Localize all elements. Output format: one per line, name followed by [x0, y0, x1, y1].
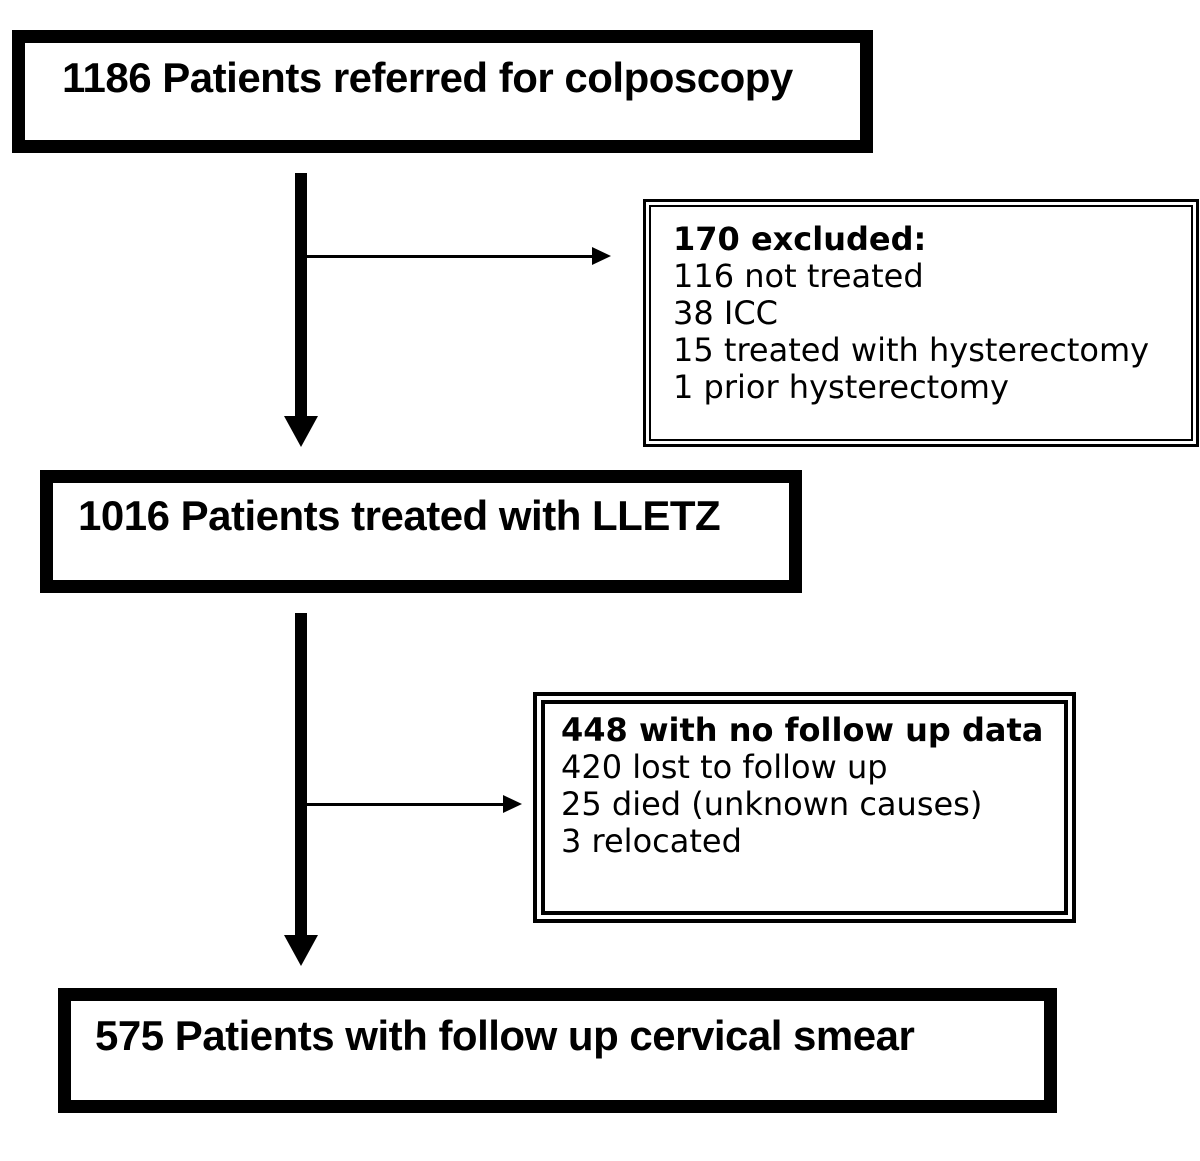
node-excluded-item: 1 prior hysterectomy — [673, 368, 1009, 406]
node-no-followup: 448 with no follow up data 420 lost to f… — [533, 692, 1076, 923]
branch-to-no-followup-line — [307, 803, 503, 806]
node-treated: 1016 Patients treated with LLETZ — [40, 470, 802, 593]
branch-to-excluded-head-icon — [592, 247, 611, 265]
arrow-referred-to-treated-shaft — [295, 173, 307, 416]
branch-to-excluded-line — [307, 255, 592, 258]
node-followup: 575 Patients with follow up cervical sme… — [58, 988, 1057, 1113]
node-excluded-title: 170 excluded: — [673, 220, 927, 258]
arrow-referred-to-treated-head-icon — [284, 416, 318, 447]
node-no-followup-item: 25 died (unknown causes) — [561, 785, 983, 823]
node-excluded-item: 15 treated with hysterectomy — [673, 331, 1150, 369]
arrow-treated-to-followup-shaft — [295, 613, 307, 935]
branch-to-no-followup-head-icon — [503, 795, 522, 813]
node-referred: 1186 Patients referred for colposcopy — [12, 30, 873, 153]
node-excluded-item: 116 not treated — [673, 257, 924, 295]
node-no-followup-item: 3 relocated — [561, 822, 742, 860]
arrow-treated-to-followup-head-icon — [284, 935, 318, 966]
node-no-followup-title: 448 with no follow up data — [561, 711, 1044, 749]
node-excluded-item: 38 ICC — [673, 294, 779, 332]
node-no-followup-item: 420 lost to follow up — [561, 748, 888, 786]
node-followup-label: 575 Patients with follow up cervical sme… — [95, 1012, 915, 1059]
node-treated-label: 1016 Patients treated with LLETZ — [78, 492, 721, 539]
node-excluded: 170 excluded: 116 not treated 38 ICC 15 … — [643, 199, 1199, 447]
node-referred-label: 1186 Patients referred for colposcopy — [62, 54, 793, 101]
